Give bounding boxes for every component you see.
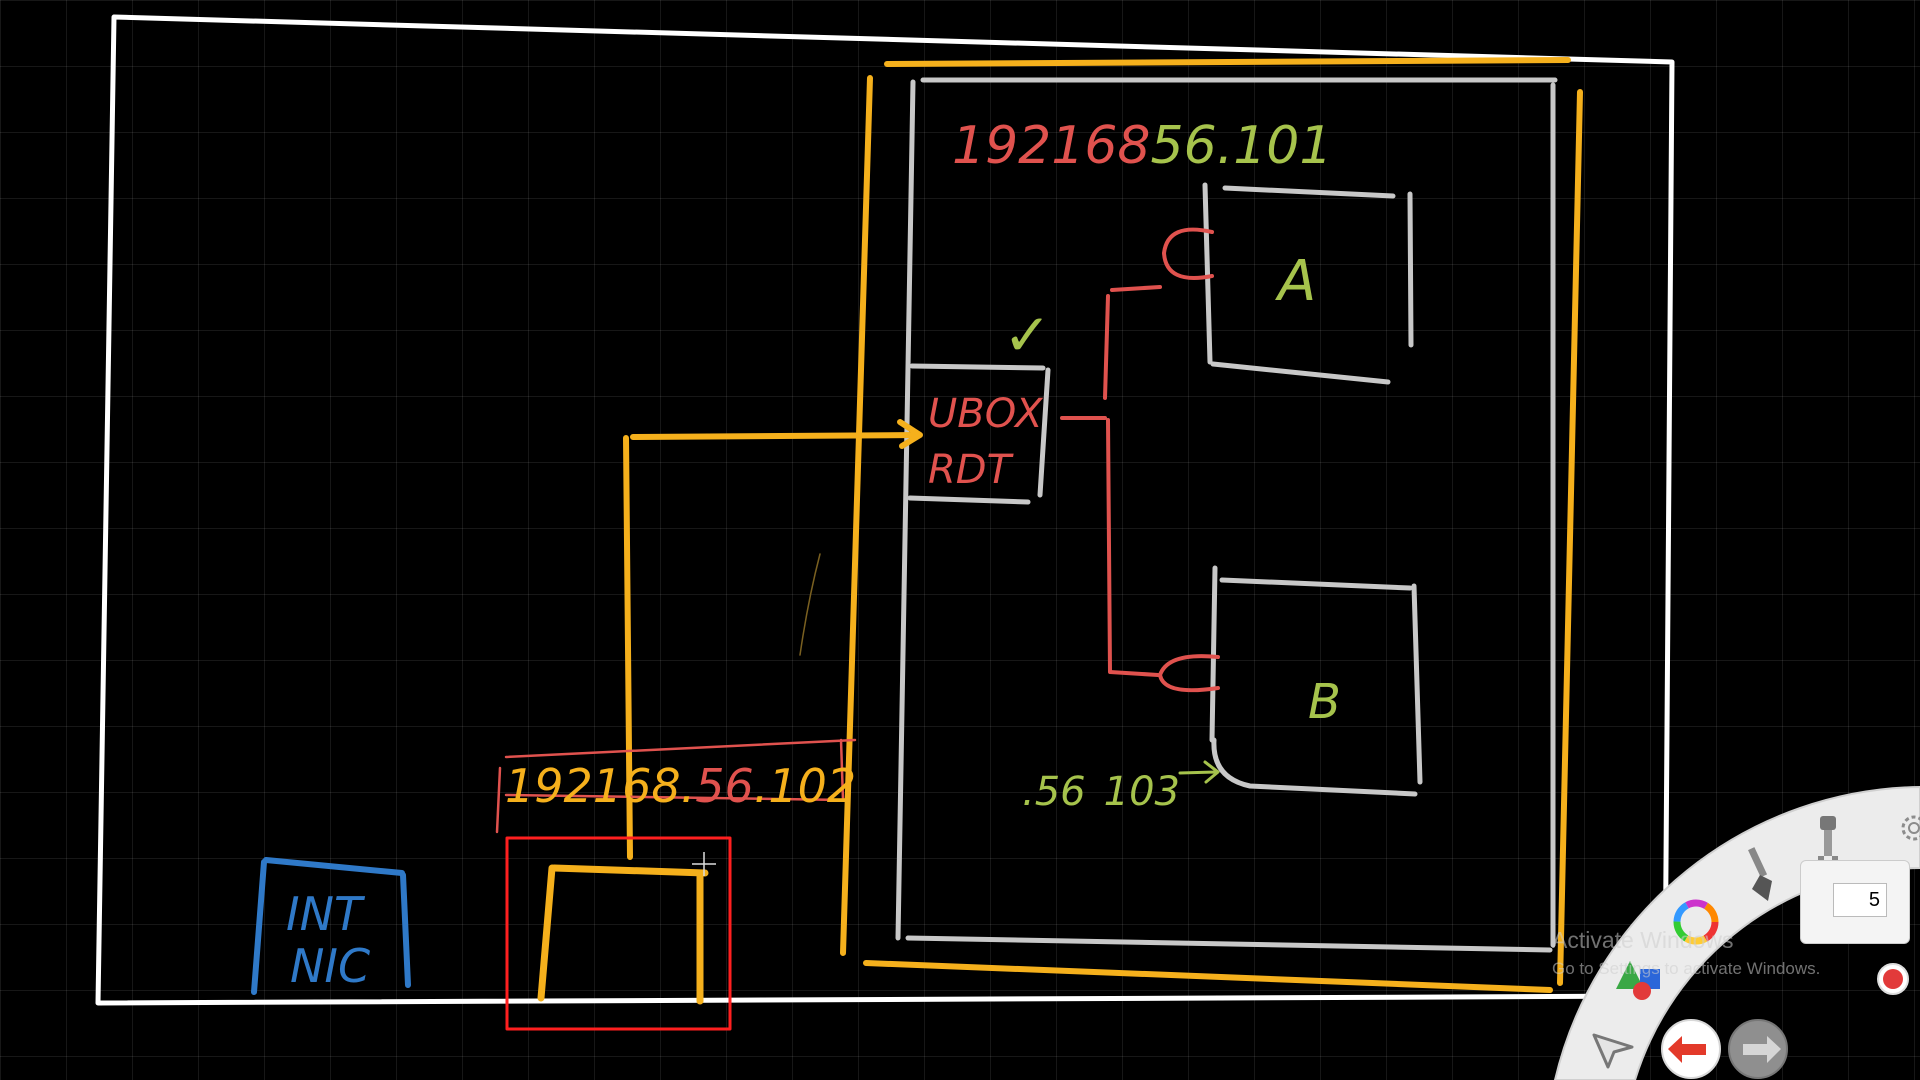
ip-side-right: 103 — [1104, 769, 1180, 815]
check-mark: ✓ — [1003, 301, 1052, 369]
vm-a-box — [1202, 182, 1414, 385]
shapes-icon[interactable] — [1612, 955, 1670, 1003]
ip-side-label: .56 103 — [1022, 769, 1180, 815]
nic-label-line2: NIC — [290, 939, 370, 993]
record-dot-icon[interactable] — [1874, 960, 1912, 998]
brush-icon[interactable] — [1738, 845, 1784, 905]
stray-stroke — [799, 553, 821, 656]
virtualbox-frame — [895, 77, 1558, 953]
ip-highlight — [495, 738, 857, 834]
redo-icon[interactable] — [1725, 1018, 1791, 1080]
ip-top-mid: 56 — [1151, 116, 1217, 176]
internal-network-wires — [1060, 227, 1220, 693]
vm-b-box — [1209, 565, 1423, 797]
undo-icon[interactable] — [1658, 1018, 1724, 1080]
host-only-adapter — [537, 864, 709, 1005]
ip-bottom-suffix: .102 — [754, 759, 856, 813]
vm-b-pointer-arrow — [1178, 760, 1220, 784]
router-label-line2: RDT — [928, 447, 1015, 493]
ip-bottom-prefix: 192168. — [505, 759, 695, 813]
ip-top-label: 19216856.101 — [952, 116, 1332, 176]
router-label-line1: UBOX — [928, 391, 1044, 437]
selection-rectangle[interactable] — [505, 836, 732, 1031]
ip-bottom-label: 192168.56.102 — [505, 759, 856, 813]
vm-a-label: A — [1275, 249, 1316, 314]
virtual-network-frame — [840, 57, 1583, 993]
gear-icon[interactable] — [1892, 808, 1920, 848]
ip-top-prefix: 192168 — [952, 116, 1151, 176]
pen-size-panel — [1800, 860, 1910, 944]
crosshair-cursor-icon — [692, 852, 716, 876]
ip-bottom-mid: 56 — [695, 759, 754, 813]
host-to-router-link — [623, 419, 923, 860]
nic-label-line1: INT — [286, 887, 366, 941]
vm-b-label: B — [1308, 674, 1341, 730]
internal-nic-box — [251, 857, 411, 995]
color-wheel-icon[interactable] — [1672, 898, 1720, 946]
router-box — [907, 363, 1051, 505]
host-frame — [95, 14, 1675, 1006]
pen-size-input[interactable] — [1833, 883, 1887, 917]
ip-side-left: .56 — [1022, 769, 1086, 815]
pointer-icon[interactable] — [1588, 1025, 1638, 1071]
ip-top-suffix: .101 — [1217, 116, 1333, 176]
